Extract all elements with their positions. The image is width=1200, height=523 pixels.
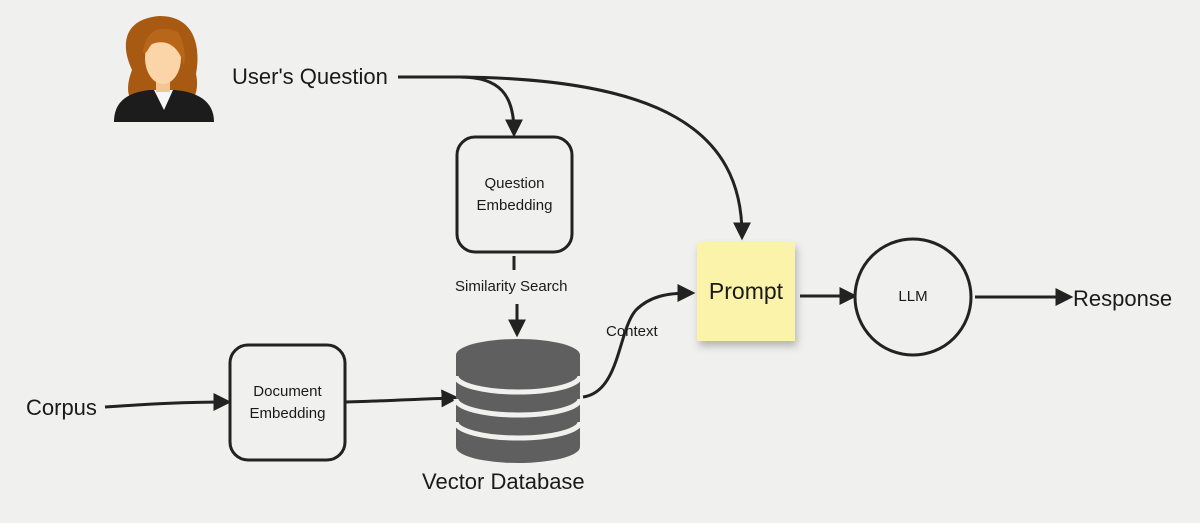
arrow-question-to-embedding (398, 75, 523, 138)
prompt-label: Prompt (708, 278, 784, 304)
vector-database-label: Vector Database (422, 469, 585, 494)
llm-circle (853, 237, 973, 357)
arrow-corpus-to-document (104, 393, 232, 412)
question-embedding-line-2: Embedding (476, 196, 553, 214)
llm-label: LLM (898, 288, 928, 305)
corpus-label: Corpus (26, 395, 97, 420)
database-cylinder-icon (453, 339, 583, 463)
arrow-database-to-prompt (582, 284, 696, 399)
response-label: Response (1073, 286, 1173, 311)
arrow-document-to-database (345, 389, 460, 408)
question-embedding-label: Question Embedding (457, 137, 572, 252)
question-embedding-line-1: Question (484, 174, 545, 192)
similarity-search-label: Similarity Search (455, 278, 568, 295)
user-avatar-icon (114, 16, 214, 122)
document-embedding-line-1: Document (253, 382, 322, 400)
question-embedding-box (455, 135, 574, 254)
prompt-sticky-note (697, 242, 795, 341)
context-label: Context (606, 323, 658, 340)
user-question-label: User's Question (232, 64, 388, 89)
document-embedding-label: Document Embedding (230, 345, 345, 460)
arrow-question-to-prompt (459, 75, 751, 241)
document-embedding-line-2: Embedding (249, 404, 326, 422)
